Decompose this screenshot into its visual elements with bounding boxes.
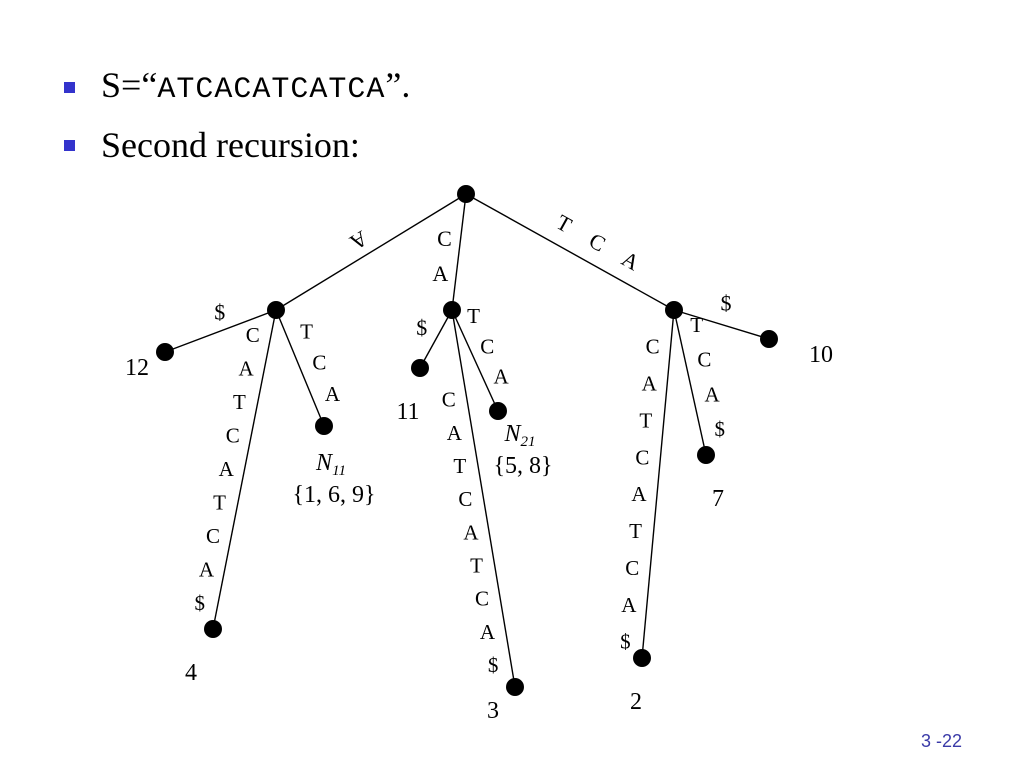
edge-label-char: A xyxy=(621,593,637,617)
edge-label-char: C xyxy=(437,226,452,251)
edge-label-char: A xyxy=(432,261,448,286)
tree-node-l3 xyxy=(506,678,524,696)
edge-label-char: C xyxy=(442,388,456,412)
edge-label-char: $ xyxy=(195,591,206,615)
leaf-label-l4: 4 xyxy=(185,660,197,686)
edge-label-char: C xyxy=(226,424,240,448)
tree-node-l7 xyxy=(697,446,715,464)
tree-node-t xyxy=(665,301,683,319)
edge-label-char: A xyxy=(631,482,647,506)
edge-label-char: T xyxy=(552,209,576,238)
tree-node-l10 xyxy=(760,330,778,348)
edge-label-char: A xyxy=(219,457,235,481)
edge-label-char: $ xyxy=(715,417,726,441)
edge-label-char: C xyxy=(646,335,660,359)
edge-label-char: C xyxy=(635,445,649,469)
tree-edge-t-l7 xyxy=(673,309,707,456)
edge-label-char: C xyxy=(206,524,220,548)
tree-edge-a-l12 xyxy=(164,309,277,353)
edge-label-char: C xyxy=(312,351,326,375)
edge-label-char: A xyxy=(494,365,510,389)
edge-label-char: T xyxy=(629,519,642,543)
tree-edge-root-t xyxy=(465,193,675,311)
edge-label-char: $ xyxy=(214,300,225,325)
edge-label-char: $ xyxy=(488,653,499,677)
edge-label-char: C xyxy=(458,487,472,511)
leaf-label-l12: 12 xyxy=(125,355,149,381)
edge-label-char: $ xyxy=(416,315,427,340)
tree-node-n11 xyxy=(315,417,333,435)
edge-label-char: $ xyxy=(721,290,732,315)
edge-label-char: A xyxy=(447,421,463,445)
tree-node-l12 xyxy=(156,343,174,361)
tree-edge-root-a xyxy=(275,193,467,311)
edge-label-char: T xyxy=(690,313,703,337)
edge-label-char: T xyxy=(233,390,246,414)
edge-label-char: A xyxy=(239,357,255,381)
edge-label-char: A xyxy=(480,620,496,644)
internal-node-name: N21 xyxy=(503,421,535,450)
tree-edge-c-n21 xyxy=(451,309,499,412)
bullet-item-recursion: Second recursion: xyxy=(64,116,410,174)
edge-label-char: A xyxy=(346,226,373,256)
tree-node-root xyxy=(457,185,475,203)
edge-label-char: A xyxy=(642,372,658,396)
edge-label-char: A xyxy=(463,520,479,544)
tree-node-n21 xyxy=(489,402,507,420)
edge-label-char: C xyxy=(475,587,489,611)
tree-edge-root-c xyxy=(451,193,467,311)
recursion-heading: Second recursion: xyxy=(101,125,360,165)
edge-label-char: C xyxy=(480,334,494,358)
edge-label-char: $ xyxy=(620,630,631,654)
edge-label-char: T xyxy=(467,304,480,328)
edge-label-char: T xyxy=(300,319,313,343)
leaf-label-l7: 7 xyxy=(712,486,724,512)
edge-label-char: C xyxy=(585,228,610,257)
edge-label-char: A xyxy=(618,246,644,276)
edge-label-char: T xyxy=(470,554,483,578)
edge-label-char: T xyxy=(453,454,466,478)
edge-label-char: A xyxy=(199,558,215,582)
tree-node-c xyxy=(443,301,461,319)
leaf-label-l11: 11 xyxy=(396,399,419,425)
tree-edge-a-l4 xyxy=(212,309,277,630)
edge-label-char: A xyxy=(705,382,721,406)
edge-label-char: T xyxy=(639,408,652,432)
leaf-label-l2: 2 xyxy=(630,689,642,715)
bullet-list: S=“ATCACATCATCA”. Second recursion: xyxy=(64,58,410,174)
tree-node-l11 xyxy=(411,359,429,377)
bullet-item-string: S=“ATCACATCATCA”. xyxy=(64,58,410,116)
string-value: ATCACATCATCA xyxy=(157,72,386,107)
edge-label-char: C xyxy=(246,323,260,347)
edge-label-char: C xyxy=(625,556,639,580)
internal-node-name: N11 xyxy=(315,450,346,479)
tree-edge-c-l11 xyxy=(419,309,453,369)
string-prefix: S=“ xyxy=(101,64,158,105)
tree-edge-t-l10 xyxy=(673,309,770,340)
tree-node-l4 xyxy=(204,620,222,638)
leaf-label-l10: 10 xyxy=(809,342,833,368)
leaf-label-l3: 3 xyxy=(487,698,499,724)
page-number: 3 -22 xyxy=(920,731,962,751)
tree-edge-c-l3 xyxy=(451,309,516,688)
tree-edge-t-l2 xyxy=(641,309,675,659)
internal-node-set: {5, 8} xyxy=(493,453,552,479)
internal-node-set: {1, 6, 9} xyxy=(292,482,375,508)
string-suffix: ”. xyxy=(385,64,411,105)
tree-node-l2 xyxy=(633,649,651,667)
bullet-square-icon xyxy=(64,139,75,151)
bullet-square-icon xyxy=(64,81,75,93)
edge-label-char: C xyxy=(697,348,711,372)
string-definition: S=“ATCACATCATCA”. xyxy=(101,65,410,110)
tree-edge-a-n11 xyxy=(275,309,325,427)
edge-label-char: T xyxy=(213,491,226,515)
edge-label-char: A xyxy=(325,382,341,406)
tree-node-a xyxy=(267,301,285,319)
